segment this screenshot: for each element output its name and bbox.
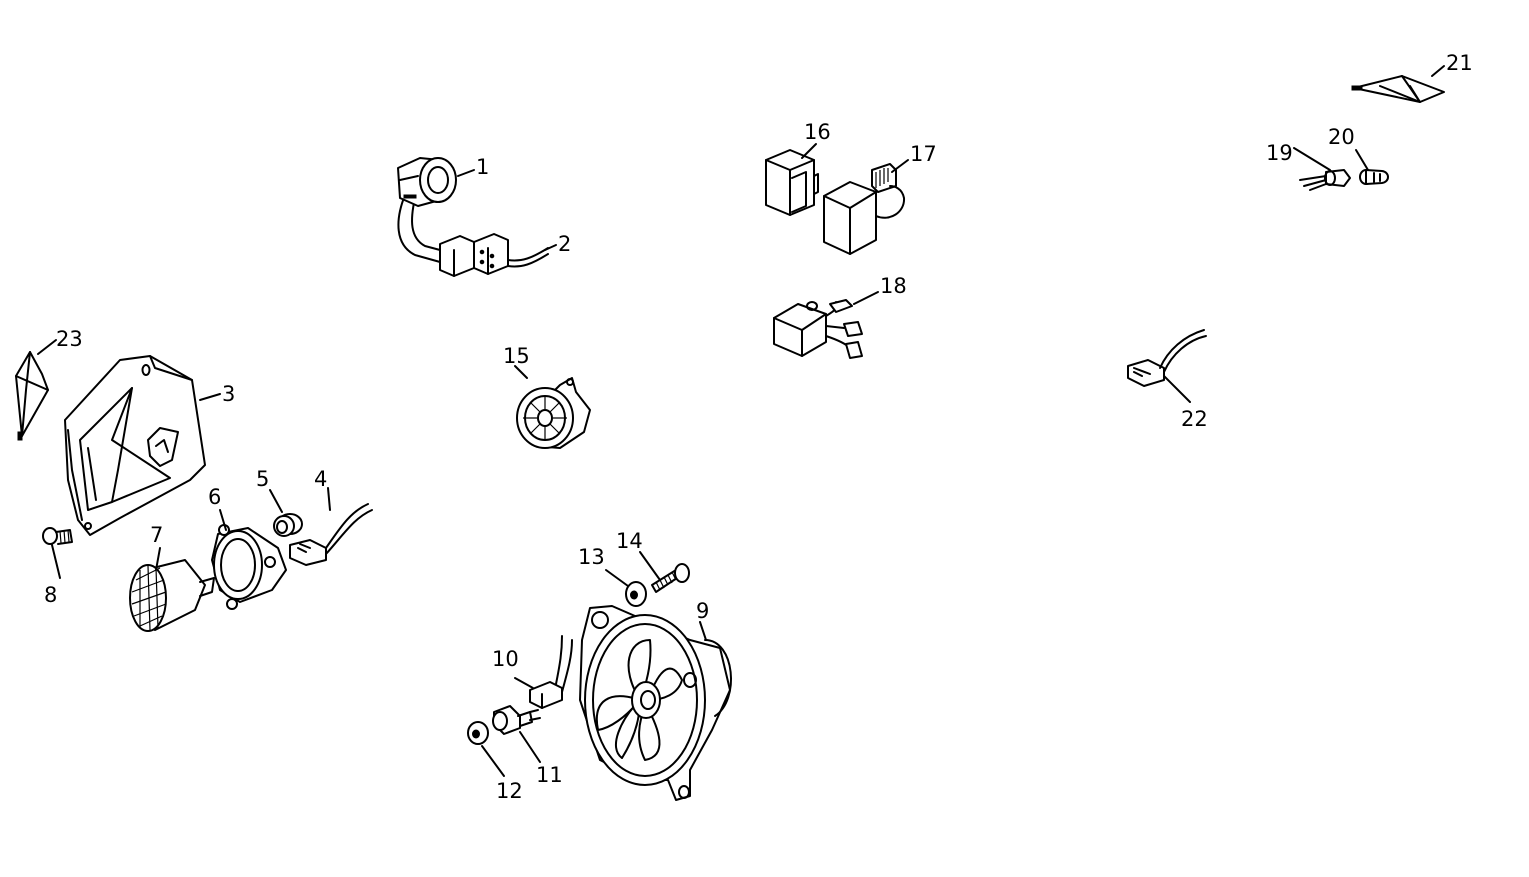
leader-lines: [37, 65, 1445, 777]
callout-10: 10: [492, 647, 519, 671]
part-2-connector-harness[interactable]: [439, 233, 549, 277]
callout-4: 4: [314, 467, 327, 491]
callout-17: 17: [910, 142, 937, 166]
callout-11: 11: [536, 763, 563, 787]
part-15-horn[interactable]: [516, 377, 591, 449]
part-10-connector[interactable]: [529, 635, 573, 709]
callout-3: 3: [222, 382, 235, 406]
part-18-cdi-unit[interactable]: [773, 299, 863, 359]
callout-20: 20: [1328, 125, 1355, 149]
part-4-wire-connector[interactable]: [289, 503, 373, 566]
part-1-ignition-switch[interactable]: [397, 157, 457, 263]
part-19-bulb-socket-harness[interactable]: [1299, 169, 1351, 191]
callout-19: 19: [1266, 141, 1293, 165]
part-13-washer[interactable]: [625, 581, 647, 607]
callout-16: 16: [804, 120, 831, 144]
callout-23: 23: [56, 327, 83, 351]
part-6-headlight-housing[interactable]: [211, 524, 287, 610]
part-5-bulb-socket[interactable]: [273, 513, 303, 537]
callout-12: 12: [496, 779, 523, 803]
part-7-headlight-lens[interactable]: [129, 559, 215, 632]
callout-14: 14: [616, 529, 643, 553]
part-20-bulb[interactable]: [1359, 169, 1389, 185]
part-8-screw[interactable]: [42, 527, 73, 545]
part-12-washer[interactable]: [467, 721, 489, 745]
callout-6: 6: [208, 485, 221, 509]
callout-2: 2: [558, 232, 571, 256]
part-22-wire-connector[interactable]: [1127, 329, 1207, 387]
part-21-reflector[interactable]: [1351, 75, 1445, 103]
callout-labels: 1 2 3 4 5 6 7 8 9 10 11 12 13 14 15 16 1…: [44, 51, 1473, 803]
callout-9: 9: [696, 599, 709, 623]
callout-1: 1: [476, 155, 489, 179]
part-16-relay-box[interactable]: [765, 149, 819, 216]
part-11-thermo-switch[interactable]: [492, 705, 541, 735]
callout-7: 7: [150, 523, 163, 547]
part-3-headlight-fairing[interactable]: [64, 355, 206, 536]
callout-13: 13: [578, 545, 605, 569]
callout-22: 22: [1181, 407, 1208, 431]
part-14-bolt[interactable]: [651, 563, 690, 593]
part-9-cooling-fan[interactable]: [579, 605, 732, 801]
part-17-regulator[interactable]: [823, 163, 906, 255]
callout-5: 5: [256, 467, 269, 491]
part-23-side-reflector[interactable]: [15, 351, 49, 441]
callout-8: 8: [44, 583, 57, 607]
callout-18: 18: [880, 274, 907, 298]
callout-21: 21: [1446, 51, 1473, 75]
callout-15: 15: [503, 344, 530, 368]
